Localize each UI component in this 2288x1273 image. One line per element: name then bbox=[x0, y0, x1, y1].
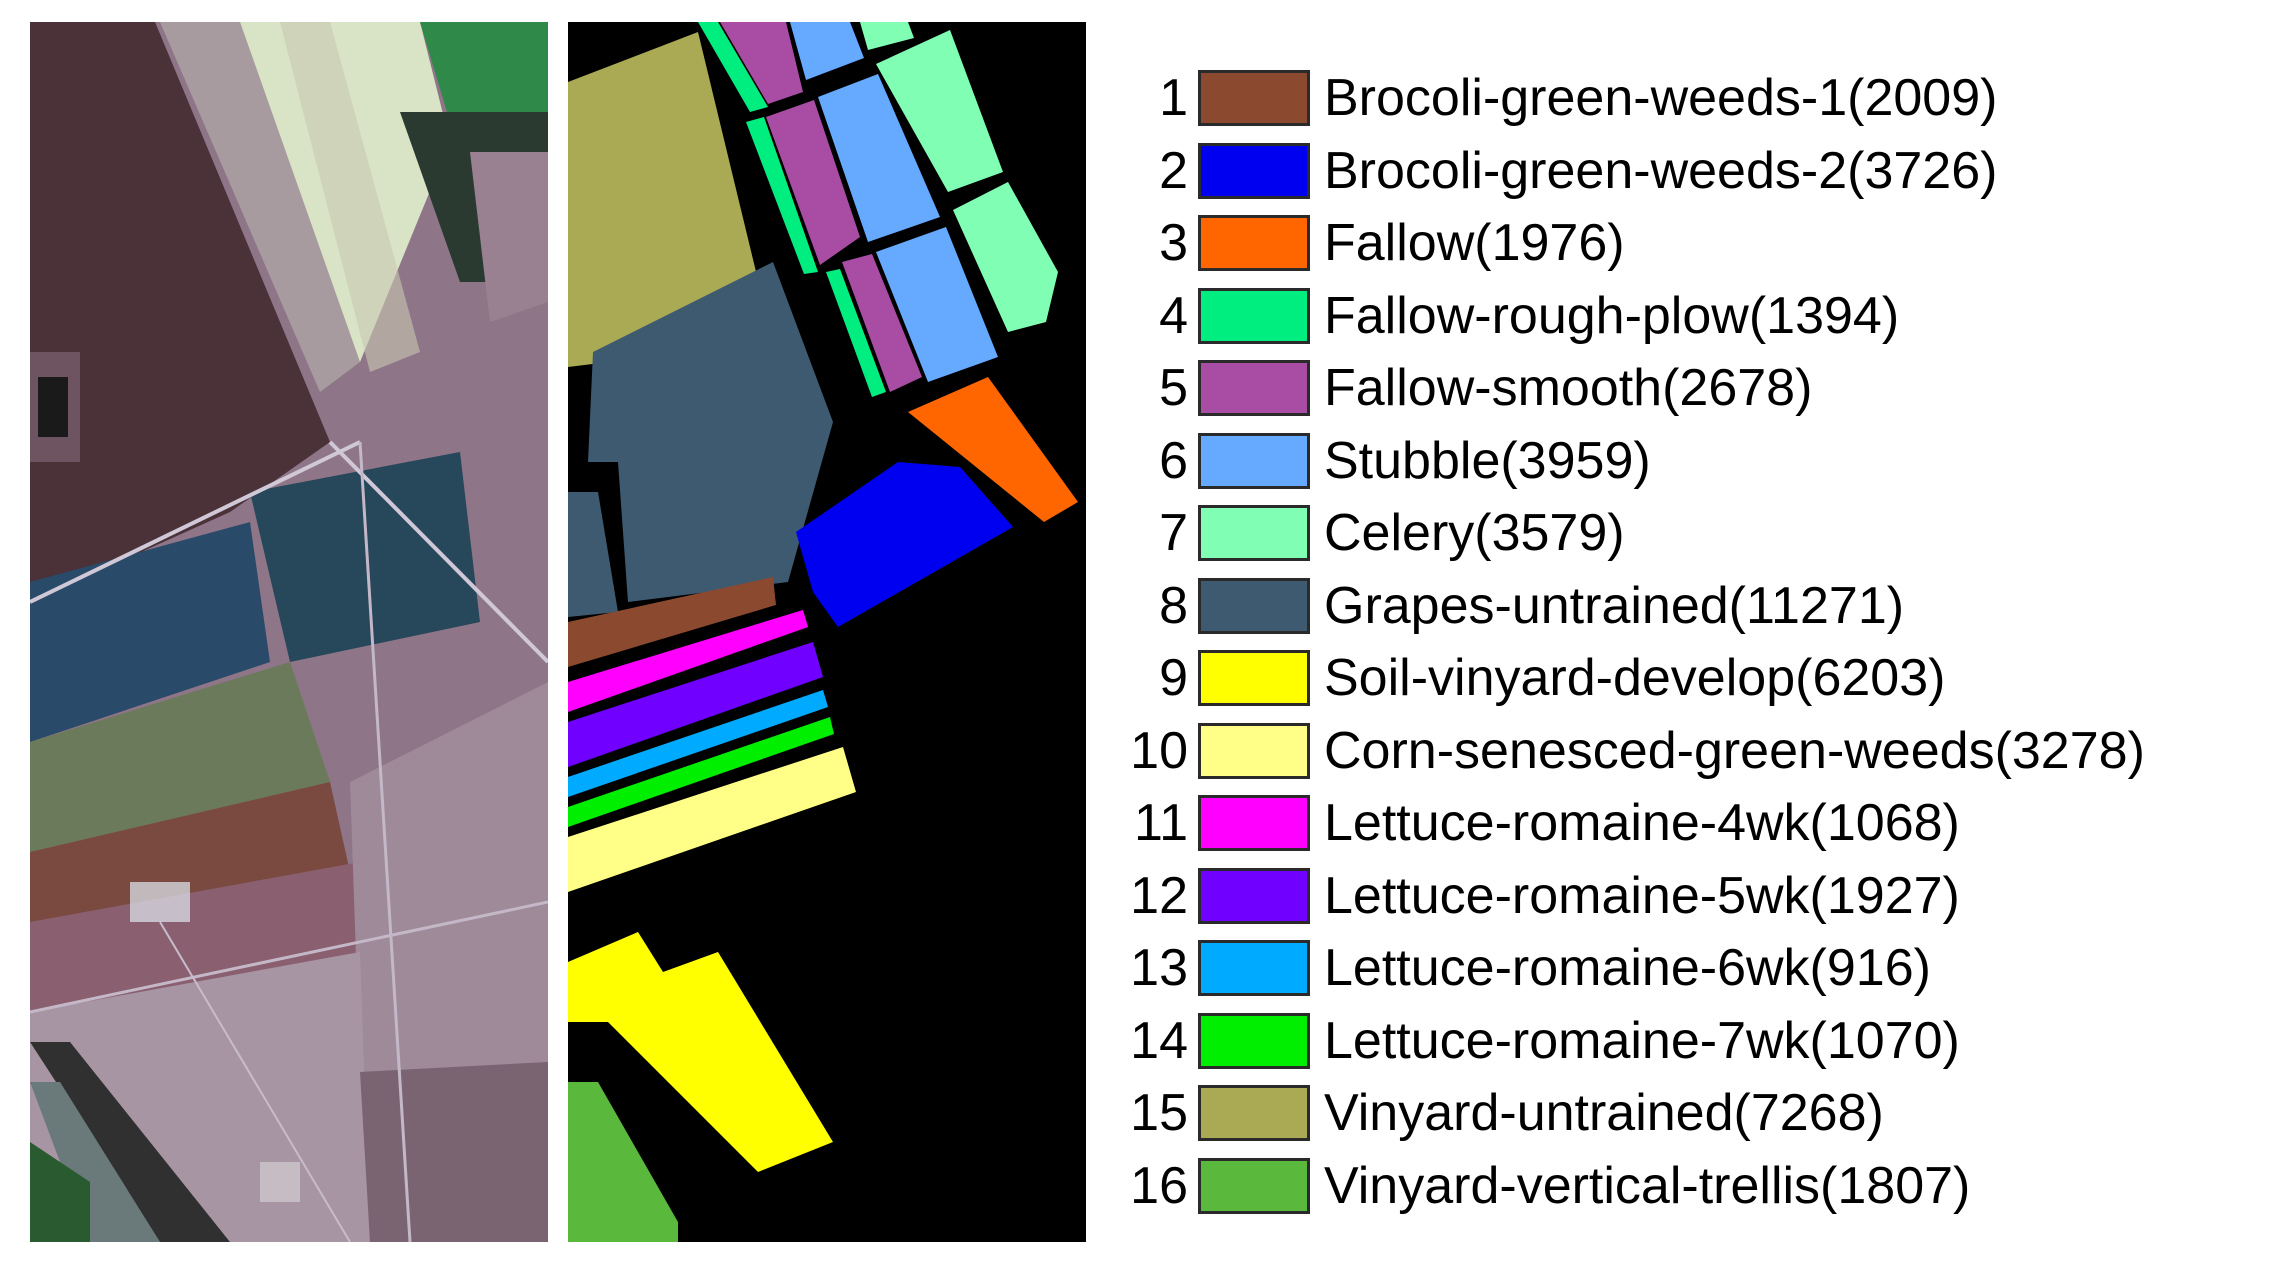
legend-item-label: Fallow-smooth(2678) bbox=[1324, 359, 1813, 417]
region-fallow-smooth-2 bbox=[766, 100, 860, 265]
legend-item-label: Stubble(3959) bbox=[1324, 431, 1651, 490]
legend-item-label: Corn-senesced-green-weeds(3278) bbox=[1324, 721, 2145, 780]
region-lettuce-6wk bbox=[568, 690, 828, 797]
legend-item-number: 2 bbox=[1159, 141, 1188, 200]
region-corn-senesced bbox=[568, 747, 856, 892]
legend-item: 7 Celery(3579) bbox=[1116, 497, 1625, 569]
legend-item: 1 Brocoli-green-weeds-1(2009) bbox=[1116, 62, 1997, 134]
legend-item-label: Brocoli-green-weeds-1(2009) bbox=[1324, 69, 1998, 127]
legend-item-number: 12 bbox=[1130, 866, 1188, 925]
ground-truth-map bbox=[568, 22, 1086, 1242]
legend-item-label: Fallow-rough-plow(1394) bbox=[1324, 286, 1900, 345]
region-grapes-untrained bbox=[588, 262, 833, 602]
legend-item: 10 Corn-senesced-green-weeds(3278) bbox=[1116, 715, 2145, 787]
legend-item-number: 7 bbox=[1159, 504, 1188, 562]
legend-color-swatch bbox=[1198, 505, 1310, 561]
legend-item: 3 Fallow(1976) bbox=[1116, 207, 1625, 279]
region-vinyard-untrained bbox=[568, 32, 773, 367]
legend-item: 16 Vinyard-vertical-trellis(1807) bbox=[1116, 1150, 1970, 1222]
legend-item-label: Vinyard-untrained(7268) bbox=[1324, 1084, 1884, 1142]
region-fallow bbox=[908, 377, 1078, 522]
legend-color-swatch bbox=[1198, 650, 1310, 706]
legend-color-swatch bbox=[1198, 215, 1310, 271]
legend-item: 11 Lettuce-romaine-4wk(1068) bbox=[1116, 787, 1960, 859]
legend-item-number: 3 bbox=[1159, 214, 1188, 272]
legend-color-swatch bbox=[1198, 722, 1310, 779]
legend-item-label: Lettuce-romaine-4wk(1068) bbox=[1324, 794, 1960, 852]
region-soil-vinyard bbox=[568, 932, 833, 1172]
legend-color-swatch bbox=[1198, 142, 1310, 199]
legend-item-label: Vinyard-vertical-trellis(1807) bbox=[1324, 1156, 1971, 1215]
region-stubble-2 bbox=[818, 74, 940, 242]
legend-item-label: Lettuce-romaine-5wk(1927) bbox=[1324, 866, 1960, 925]
legend-item-label: Lettuce-romaine-7wk(1070) bbox=[1324, 1011, 1960, 1070]
region-grapes-untrained-2 bbox=[568, 492, 618, 617]
region-fallow-rough-plow-3 bbox=[826, 269, 886, 397]
legend-item-number: 4 bbox=[1159, 286, 1188, 345]
region-brocoli-1 bbox=[568, 577, 776, 667]
region-lettuce-7wk bbox=[568, 717, 834, 827]
region-fallow-smooth-3 bbox=[842, 254, 922, 392]
rgb-image bbox=[30, 22, 548, 1242]
legend-item: 9 Soil-vinyard-develop(6203) bbox=[1116, 642, 1945, 714]
legend-item: 2 Brocoli-green-weeds-2(3726) bbox=[1116, 135, 1997, 207]
legend-item-number: 9 bbox=[1159, 649, 1188, 707]
legend-item-number: 8 bbox=[1159, 576, 1188, 635]
legend-color-swatch bbox=[1198, 70, 1310, 126]
region-celery-3 bbox=[953, 182, 1058, 332]
legend-item-label: Soil-vinyard-develop(6203) bbox=[1324, 649, 1946, 707]
legend-item-number: 13 bbox=[1130, 939, 1188, 997]
legend-item-number: 14 bbox=[1130, 1011, 1188, 1070]
legend-item-number: 5 bbox=[1159, 359, 1188, 417]
legend-item-number: 6 bbox=[1159, 431, 1188, 490]
ground-truth-map-panel bbox=[568, 22, 1086, 1242]
legend-item-number: 11 bbox=[1134, 794, 1188, 852]
region-stubble-3 bbox=[876, 227, 998, 382]
legend-item: 4 Fallow-rough-plow(1394) bbox=[1116, 280, 1899, 352]
legend-color-swatch bbox=[1198, 940, 1310, 996]
legend-item-label: Brocoli-green-weeds-2(3726) bbox=[1324, 141, 1998, 200]
region-celery-2 bbox=[876, 30, 1003, 192]
legend-color-swatch bbox=[1198, 795, 1310, 851]
legend-color-swatch bbox=[1198, 287, 1310, 344]
region-brocoli-2 bbox=[796, 462, 1013, 627]
legend-item-number: 16 bbox=[1130, 1156, 1188, 1215]
legend-item: 14 Lettuce-romaine-7wk(1070) bbox=[1116, 1005, 1960, 1077]
legend-color-swatch bbox=[1198, 867, 1310, 924]
legend-color-swatch bbox=[1198, 577, 1310, 634]
region-stubble bbox=[790, 22, 864, 80]
legend-item: 12 Lettuce-romaine-5wk(1927) bbox=[1116, 860, 1960, 932]
legend-color-swatch bbox=[1198, 432, 1310, 489]
region-fallow-rough-plow bbox=[698, 22, 768, 112]
legend-item-label: Celery(3579) bbox=[1324, 504, 1625, 562]
rgb-image-panel bbox=[30, 22, 548, 1242]
legend-item-number: 10 bbox=[1130, 721, 1188, 780]
legend-item: 15 Vinyard-untrained(7268) bbox=[1116, 1077, 1884, 1149]
legend-item: 8 Grapes-untrained(11271) bbox=[1116, 570, 1904, 642]
region-vinyard-vertical-trellis bbox=[568, 1082, 678, 1242]
legend-color-swatch bbox=[1198, 1012, 1310, 1069]
region-lettuce-5wk bbox=[568, 642, 823, 767]
legend-color-swatch bbox=[1198, 1085, 1310, 1141]
region-celery bbox=[860, 22, 914, 50]
region-fallow-rough-plow-2 bbox=[746, 117, 818, 274]
legend-item: 5 Fallow-smooth(2678) bbox=[1116, 352, 1812, 424]
region-fallow-smooth bbox=[720, 22, 803, 104]
legend-item-label: Fallow(1976) bbox=[1324, 214, 1625, 272]
legend-color-swatch bbox=[1198, 360, 1310, 416]
legend-item-label: Grapes-untrained(11271) bbox=[1324, 576, 1905, 635]
region-lettuce-4wk bbox=[568, 610, 808, 712]
legend-item-number: 15 bbox=[1130, 1084, 1188, 1142]
legend-item: 13 Lettuce-romaine-6wk(916) bbox=[1116, 932, 1931, 1004]
legend-item-label: Lettuce-romaine-6wk(916) bbox=[1324, 939, 1931, 997]
legend-item: 6 Stubble(3959) bbox=[1116, 425, 1651, 497]
legend-item-number: 1 bbox=[1159, 69, 1188, 127]
legend-color-swatch bbox=[1198, 1157, 1310, 1214]
